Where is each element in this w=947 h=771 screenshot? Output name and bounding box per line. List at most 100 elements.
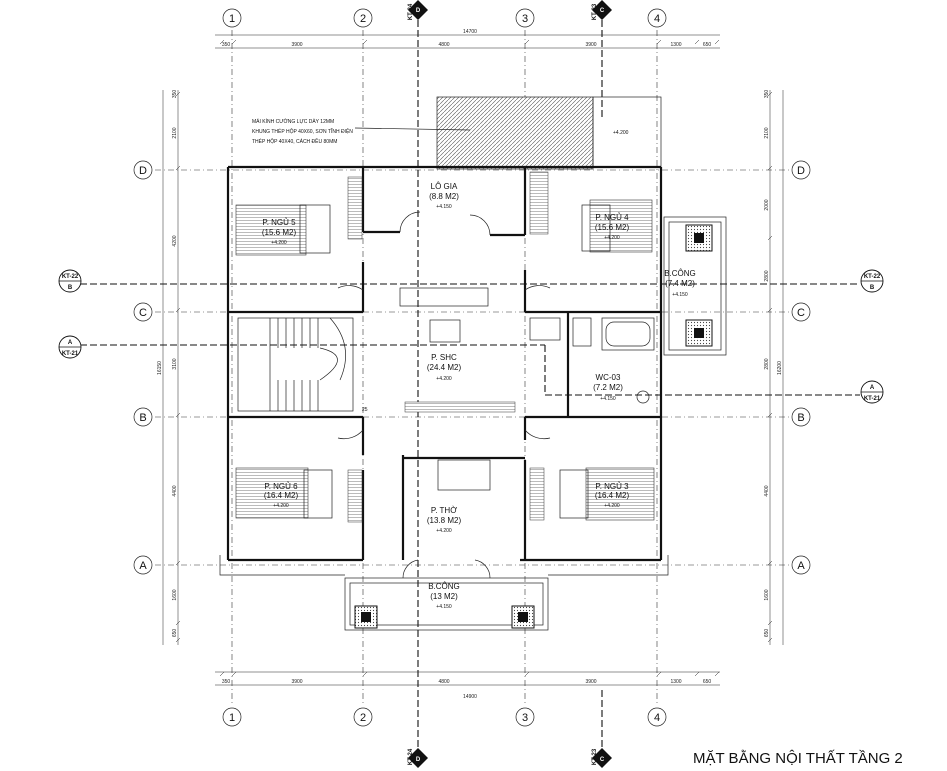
wardrobe-room4 xyxy=(529,171,549,235)
grid-bubble-3-top xyxy=(515,8,535,28)
room-name: P. THỜ xyxy=(431,506,457,515)
dim-label: 350 xyxy=(172,90,178,99)
door-swings xyxy=(337,211,551,579)
room-area: (13 M2) xyxy=(430,592,458,601)
grid-label: 3 xyxy=(522,13,528,25)
grid-label: B xyxy=(797,412,804,424)
dim-label: 1600 xyxy=(172,589,178,600)
dim-label: 4200 xyxy=(172,235,178,246)
dim-label: 2000 xyxy=(764,199,770,210)
dim-label: 4400 xyxy=(172,485,178,496)
room-name: P. NGỦ 4 xyxy=(595,213,629,222)
room-bcong-south: B.CÔNG (13 M2) +4.150 xyxy=(428,582,460,610)
sofa xyxy=(399,287,489,307)
grid-bubble-2-top xyxy=(353,8,373,28)
section-marker-kt24-bottom: D KT-24 xyxy=(408,748,428,768)
dim-label: 2800 xyxy=(764,358,770,369)
dim-label: 1300 xyxy=(670,679,681,685)
grid-label: C xyxy=(139,307,147,319)
room-level: +4.150 xyxy=(672,292,688,298)
room-area: (15.6 M2) xyxy=(262,228,297,237)
dim-label: 650 xyxy=(703,679,712,685)
grid-bubbles-bottom: 1 2 3 4 xyxy=(222,707,667,727)
room-area: (8.8 M2) xyxy=(429,192,459,201)
room-name: B.CÔNG xyxy=(428,582,460,591)
section-code: KT-24 xyxy=(408,3,414,20)
note-line-2: KHUNG THÉP HỘP 40X60, SƠN TĨNH ĐIỆN xyxy=(252,127,353,135)
grid-bubble-d-right xyxy=(791,160,811,180)
grid-label: A xyxy=(797,560,805,572)
dim-label: 3900 xyxy=(291,679,302,685)
room-area: (7.4 M2) xyxy=(665,279,695,288)
section-letter: D xyxy=(416,757,421,763)
grid-bubble-a-left xyxy=(133,555,153,575)
note-line-3: THÉP HỘP 40X40, CÁCH ĐỀU 80MM xyxy=(252,138,337,145)
section-letter: B xyxy=(870,285,875,291)
grid-label: B xyxy=(139,412,146,424)
section-code: KT-22 xyxy=(62,274,79,280)
grid-bubbles-top: 1 2 3 4 xyxy=(222,8,667,28)
note-line-1: MÁI KÍNH CƯỜNG LỰC DÀY 12MM xyxy=(252,118,334,125)
east-balcony xyxy=(663,216,727,356)
roof-level: +4.200 xyxy=(613,130,629,136)
grid-label: 1 xyxy=(229,712,235,724)
room-name: P. NGỦ 5 xyxy=(262,218,296,227)
grid-label: 4 xyxy=(654,712,660,724)
grid-bubble-4-top xyxy=(647,8,667,28)
dim-label: 4800 xyxy=(438,42,449,48)
grid-bubbles-left: D C B A xyxy=(133,160,153,575)
dim-label: 2100 xyxy=(172,127,178,138)
section-marker-kt23-top: C KT-23 xyxy=(592,0,612,20)
bed-room3 xyxy=(559,467,655,521)
room-level: +4.200 xyxy=(604,235,620,241)
wardrobe-room6 xyxy=(347,469,363,523)
dim-label: 1300 xyxy=(670,42,681,48)
grid-bubble-3-bottom xyxy=(515,707,535,727)
grid-lines xyxy=(80,10,860,765)
room-shc: P. SHC (24.4 M2) +4.200 xyxy=(427,353,462,382)
grid-label: A xyxy=(139,560,147,572)
room-ngu5: P. NGỦ 5 (15.6 M2) +4.200 xyxy=(262,218,297,246)
grid-label: D xyxy=(797,165,805,177)
section-code: KT-22 xyxy=(864,274,881,280)
room-level: +4.200 xyxy=(271,240,287,246)
dim-label: 2800 xyxy=(764,270,770,281)
room-level: +4.150 xyxy=(436,604,452,610)
bed-room6 xyxy=(235,467,333,519)
room-level: +4.150 xyxy=(600,396,616,402)
dim-left-total: 16150 xyxy=(157,361,163,375)
grid-bubble-1-top xyxy=(222,8,242,28)
bed-room4 xyxy=(581,199,653,253)
dim-label: 3900 xyxy=(585,679,596,685)
wardrobe-room3 xyxy=(529,467,545,521)
grid-label: 2 xyxy=(360,13,366,25)
room-level: +4.150 xyxy=(436,204,452,210)
dim-label: 3900 xyxy=(585,42,596,48)
room-tho: P. THỜ (13.8 M2) +4.200 xyxy=(427,506,462,534)
staircase: 25 xyxy=(237,317,368,413)
room-name: P. NGỦ 3 xyxy=(595,482,629,491)
grid-bubble-a-right xyxy=(791,555,811,575)
dim-label: 1600 xyxy=(764,589,770,600)
room-area: (24.4 M2) xyxy=(427,363,462,372)
room-level: +4.200 xyxy=(436,528,452,534)
dim-bottom-total: 14900 xyxy=(463,694,477,700)
section-letter: A xyxy=(68,340,73,346)
bench xyxy=(404,401,516,413)
wc-fixtures xyxy=(529,317,655,404)
room-level: +4.200 xyxy=(273,503,289,509)
section-letter: B xyxy=(68,285,73,291)
section-letter: D xyxy=(416,8,421,14)
dim-label: 350 xyxy=(222,679,231,685)
grid-label: 4 xyxy=(654,13,660,25)
altar xyxy=(437,459,491,491)
room-area: (15.6 M2) xyxy=(595,223,630,232)
grid-bubbles-right: D C B A xyxy=(791,160,811,575)
grid-bubble-2-bottom xyxy=(353,707,373,727)
wardrobe-room5 xyxy=(347,176,363,240)
dimension-lines xyxy=(162,34,784,686)
dim-label: 4400 xyxy=(764,485,770,496)
dim-label: 3900 xyxy=(291,42,302,48)
section-code: KT-23 xyxy=(592,3,598,20)
dim-label: 650 xyxy=(764,629,770,638)
